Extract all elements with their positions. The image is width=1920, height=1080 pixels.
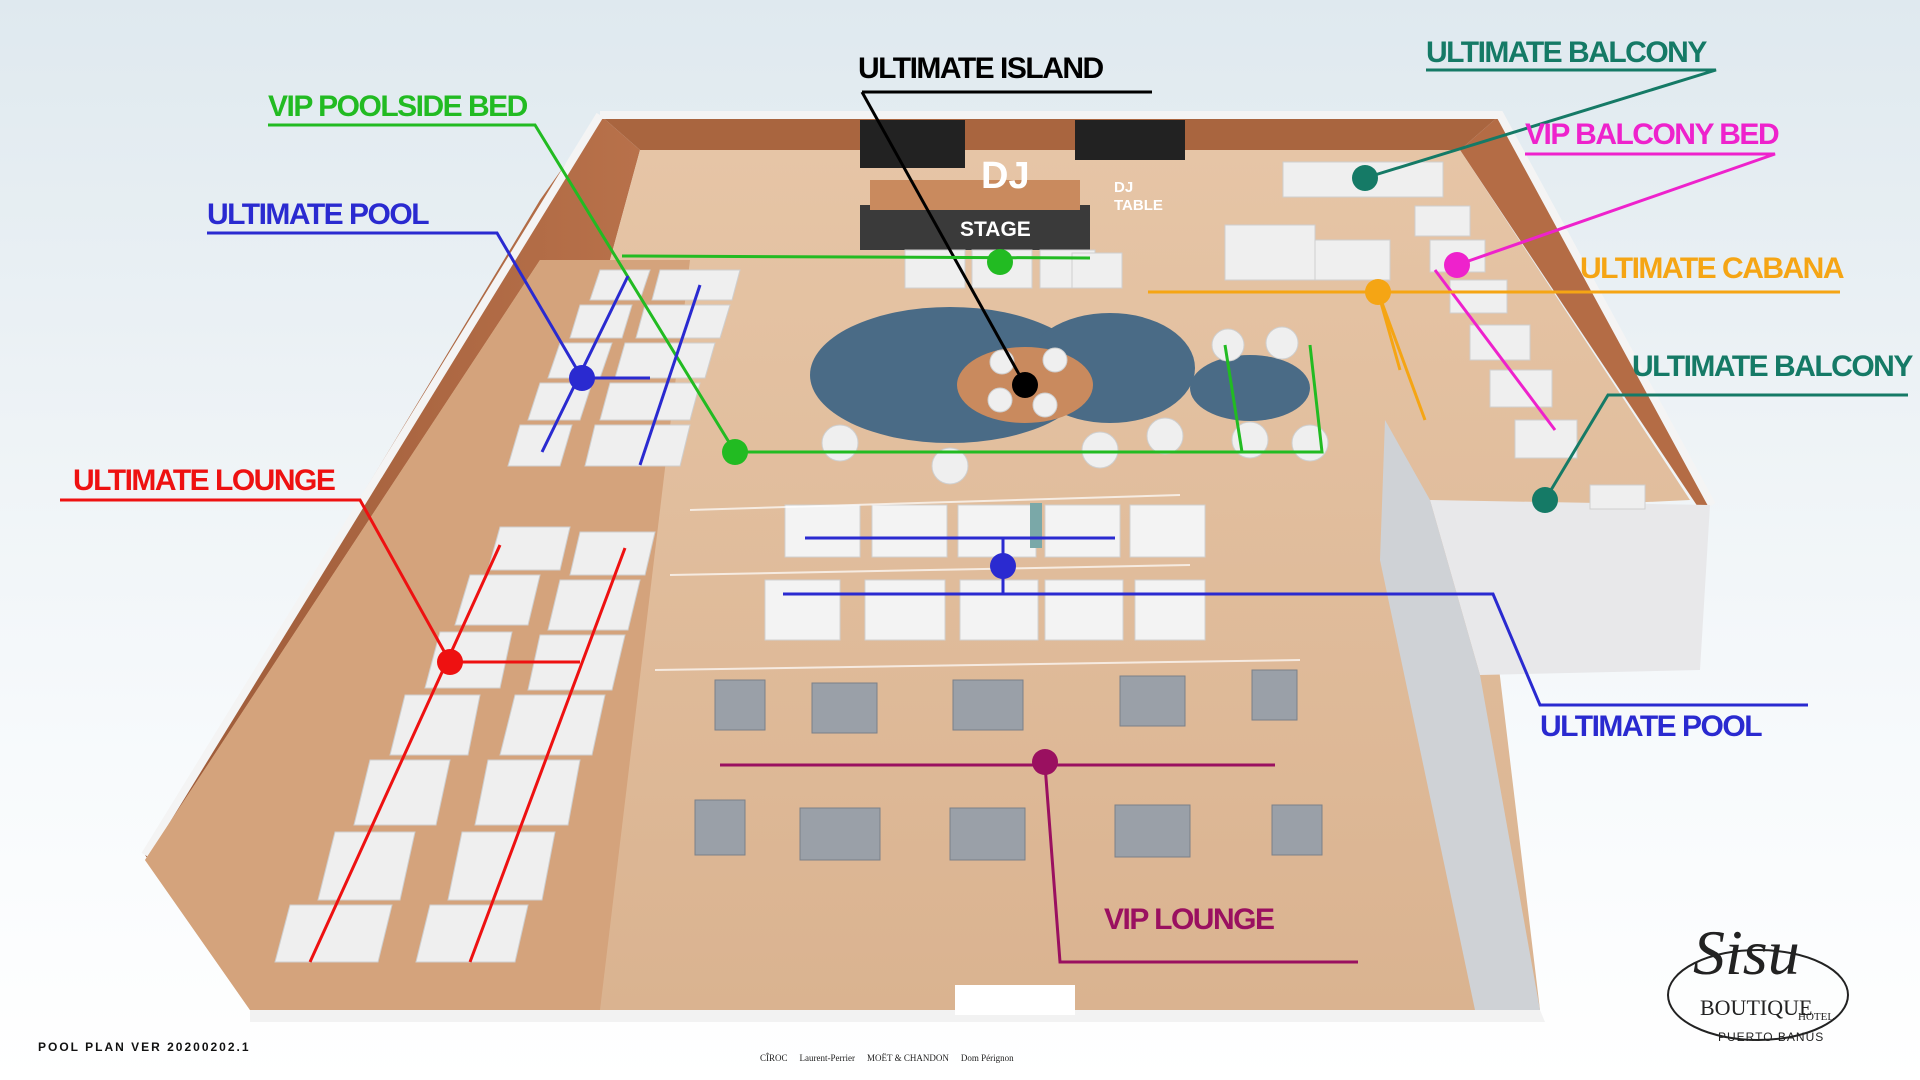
leader-line bbox=[207, 231, 584, 379]
label-vip-lounge: VIP LOUNGE bbox=[1104, 903, 1275, 936]
zone-marker-dot bbox=[1444, 252, 1470, 278]
leader-line bbox=[1376, 291, 1427, 421]
leader-line bbox=[468, 547, 627, 963]
label-ultimate-balcony-top: ULTIMATE BALCONY bbox=[1426, 36, 1707, 69]
leader-line bbox=[1376, 291, 1402, 371]
leader-line bbox=[1433, 269, 1557, 431]
zone-marker-dot bbox=[437, 649, 463, 675]
logo-boutique: BOUTIQUE bbox=[1700, 995, 1813, 1020]
leader-line bbox=[1364, 68, 1717, 180]
dj-label: DJ bbox=[981, 155, 1030, 197]
zone-marker-dot bbox=[1012, 372, 1038, 398]
hotel-logo: Sisu BOUTIQUE HOTEL PUERTO BANUS bbox=[1648, 917, 1858, 1050]
label-ultimate-lounge: ULTIMATE LOUNGE bbox=[73, 464, 336, 497]
zone-marker-dot bbox=[1532, 487, 1558, 513]
leader-line bbox=[1456, 152, 1776, 267]
leader-line bbox=[1043, 764, 1358, 964]
plan-version: POOL PLAN VER 20200202.1 bbox=[38, 1040, 251, 1054]
leader-line bbox=[621, 254, 1091, 260]
label-ultimate-island: ULTIMATE ISLAND bbox=[858, 52, 1104, 85]
leader-line bbox=[638, 284, 702, 466]
poolside-seating bbox=[821, 161, 1444, 485]
leader-line bbox=[60, 498, 580, 664]
ultimate-pool-beds bbox=[764, 504, 1206, 641]
label-ultimate-cabana: ULTIMATE CABANA bbox=[1580, 252, 1845, 285]
leader-line bbox=[1223, 344, 1244, 453]
leader-line bbox=[540, 275, 630, 453]
logo-location: PUERTO BANUS bbox=[1718, 1030, 1825, 1044]
label-vip-poolside-bed: VIP POOLSIDE BED bbox=[268, 90, 528, 123]
logo-hotel: HOTEL bbox=[1798, 1011, 1835, 1023]
sponsor-logos: CÎROC Laurent-Perrier MOËT & CHANDON Dom… bbox=[760, 1044, 1014, 1072]
sponsor-logo: Laurent-Perrier bbox=[799, 1053, 855, 1063]
back-wall bbox=[600, 115, 1500, 150]
stage-label: STAGE bbox=[960, 218, 1031, 241]
leader-line bbox=[1543, 393, 1908, 501]
zone-marker-dot bbox=[987, 249, 1013, 275]
sponsor-logo: CÎROC bbox=[760, 1053, 788, 1063]
label-vip-balcony-bed: VIP BALCONY BED bbox=[1525, 118, 1780, 151]
zone-marker-dot bbox=[1032, 749, 1058, 775]
leader-line bbox=[308, 544, 502, 963]
zone-marker-dot bbox=[1365, 279, 1391, 305]
dj-table-label-1: DJ bbox=[1114, 179, 1134, 196]
right-wall bbox=[1460, 115, 1710, 510]
label-ultimate-balcony-right: ULTIMATE BALCONY bbox=[1632, 350, 1913, 383]
dj-table-label-2: TABLE bbox=[1114, 197, 1163, 214]
zone-marker-dot bbox=[1352, 165, 1378, 191]
zone-marker-dot bbox=[990, 553, 1016, 579]
zone-marker-dot bbox=[722, 439, 748, 465]
zone-marker-dot bbox=[569, 365, 595, 391]
logo-script: Sisu bbox=[1693, 917, 1800, 988]
leader-line bbox=[860, 91, 1027, 386]
right-building-block bbox=[1430, 500, 1710, 675]
label-ultimate-pool-right: ULTIMATE POOL bbox=[1540, 710, 1763, 743]
leader-line bbox=[783, 538, 1808, 707]
label-ultimate-pool-top: ULTIMATE POOL bbox=[207, 198, 430, 231]
left-beds bbox=[274, 269, 741, 963]
small-pool bbox=[1190, 355, 1310, 421]
vip-lounge-sofas bbox=[694, 669, 1323, 861]
sponsor-logo: Dom Pérignon bbox=[960, 1053, 1014, 1063]
person-figure bbox=[1030, 503, 1042, 548]
sponsor-logo: MOËT & CHANDON bbox=[866, 1053, 949, 1063]
balcony-beds bbox=[1414, 205, 1646, 510]
